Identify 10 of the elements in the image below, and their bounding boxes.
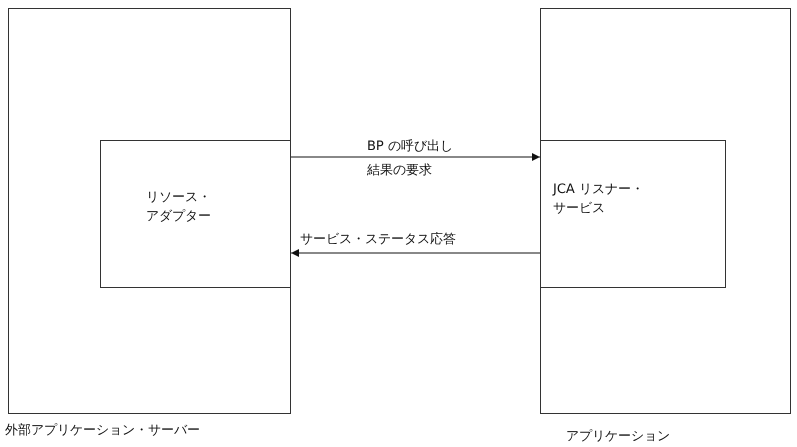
adapter-box [100,140,291,288]
box-text: リソース・アダプター [146,189,212,226]
edge-label: BP の呼び出し結果の要求 [367,138,454,180]
box-heading: アプリケーション [566,428,671,446]
arrow [290,249,540,257]
box-text: JCA リスナー・サービス [553,181,645,218]
edge-label: サービス・ステータス応答 [300,231,456,249]
box-heading: 外部アプリケーション・サーバー [5,422,201,440]
arrow [290,153,540,161]
listener-box [540,140,726,288]
